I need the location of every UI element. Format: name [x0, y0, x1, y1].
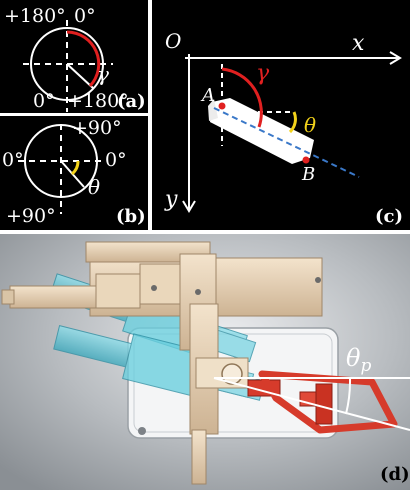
theta-label-b: θ [88, 175, 100, 199]
label-right-b: 0° [105, 149, 127, 171]
tray-screw [138, 427, 146, 435]
gamma-label-a: γ [97, 62, 109, 86]
x-axis-label: x [352, 31, 365, 56]
panel-b: +90° 0° 0° θ +90° (b) [0, 116, 148, 230]
gamma-label-c: γ [256, 61, 270, 86]
theta-p-label: θp [346, 344, 371, 376]
label-top-right-a: 0° [74, 5, 96, 27]
point-a-label: A [200, 85, 215, 106]
origin-label: O [165, 29, 181, 53]
theta-arc-c [288, 111, 297, 134]
label-left-b: 0° [2, 149, 24, 171]
label-bottom-left-a: 0° [33, 90, 55, 112]
panel-label-a: (a) [117, 91, 146, 112]
x-axis-arrow [389, 51, 402, 65]
label-top-left-a: +180° [4, 5, 66, 27]
robot-gantry [1, 241, 323, 485]
label-top-b: +90° [72, 117, 122, 139]
robot-render: θp (d) [0, 234, 410, 490]
label-bottom-b: +90° [6, 205, 56, 227]
y-axis-label: y [164, 187, 178, 212]
panel-label-c: (c) [375, 206, 403, 227]
point-b-label: B [301, 164, 315, 185]
panel-c: O x y γ θ A B (c) [152, 0, 410, 230]
theta-p-reference-tilted [213, 377, 410, 431]
label-bottom-right-a: +180° [67, 90, 129, 112]
theta-arc [70, 160, 80, 176]
panel-a-diagram: +180° 0° γ 0° +180° (a) [4, 5, 146, 112]
left-actuator [9, 285, 97, 309]
point-a-marker [218, 102, 226, 110]
panel-d: θp (d) [0, 234, 410, 490]
panel-label-b: (b) [116, 206, 146, 227]
theta-p-arc [345, 377, 352, 415]
gamma-arc [66, 30, 101, 88]
radius-line-a [66, 63, 94, 89]
bar-axis-dashed [213, 107, 360, 178]
panel-c-diagram: O x y γ θ A B (c) [164, 29, 403, 227]
panel-b-diagram: +90° 0° 0° θ +90° (b) [2, 117, 146, 227]
theta-label-c: θ [304, 113, 316, 137]
point-b-marker [302, 156, 310, 164]
panel-a: +180° 0° γ 0° +180° (a) [0, 0, 148, 113]
y-axis-arrow [182, 200, 196, 213]
panel-label-d: (d) [380, 464, 410, 485]
gamma-arc-c [221, 67, 263, 128]
lower-rod [191, 429, 207, 485]
